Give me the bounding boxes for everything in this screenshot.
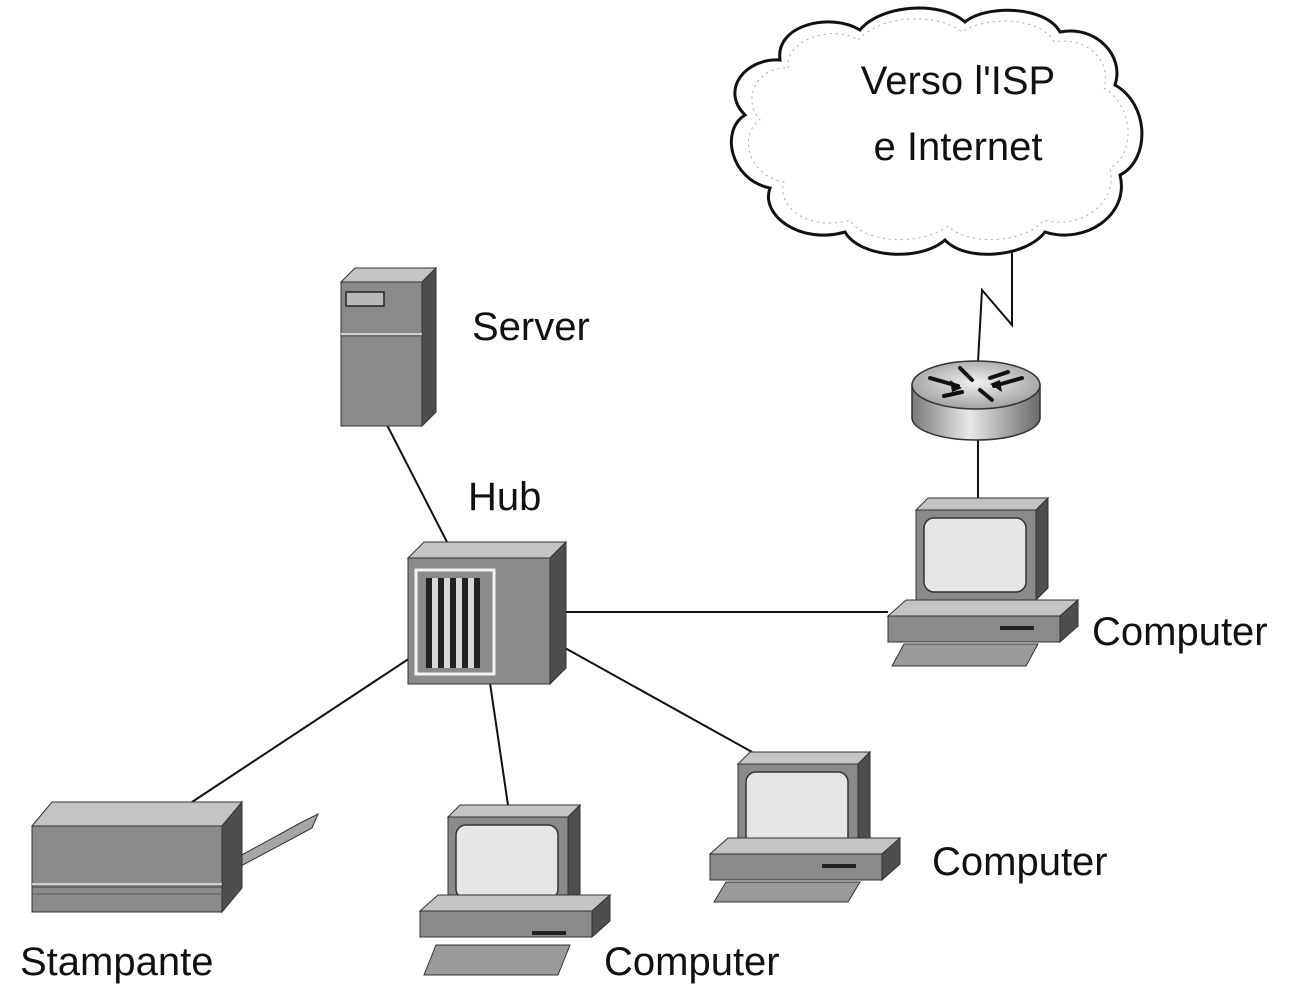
cloud-icon (729, 6, 1144, 256)
computer-bottom-label: Computer (604, 940, 780, 984)
computer-middle-label: Computer (932, 840, 1108, 884)
desktop-computer-icon (418, 803, 612, 976)
computer-right-label: Computer (1092, 610, 1268, 654)
link-hub-printer (191, 657, 411, 803)
cloud-label-line1: Verso l'ISP (861, 59, 1055, 103)
cloud-label-line2: e Internet (873, 125, 1042, 169)
router-icon (911, 360, 1041, 441)
printer-label: Stampante (20, 940, 213, 984)
link-server-hub (386, 424, 448, 543)
connections (191, 248, 1013, 806)
link-hub-computer-bottom (489, 682, 509, 806)
hub-icon (406, 540, 568, 686)
server-label: Server (472, 305, 590, 349)
link-cloud-router (977, 248, 1013, 363)
desktop-computer-icon (708, 750, 902, 903)
printer-icon (30, 800, 319, 914)
desktop-computer-icon (886, 496, 1080, 667)
link-hub-computer-middle (564, 647, 753, 753)
hub-label: Hub (468, 475, 541, 519)
server-tower-icon (339, 266, 438, 428)
